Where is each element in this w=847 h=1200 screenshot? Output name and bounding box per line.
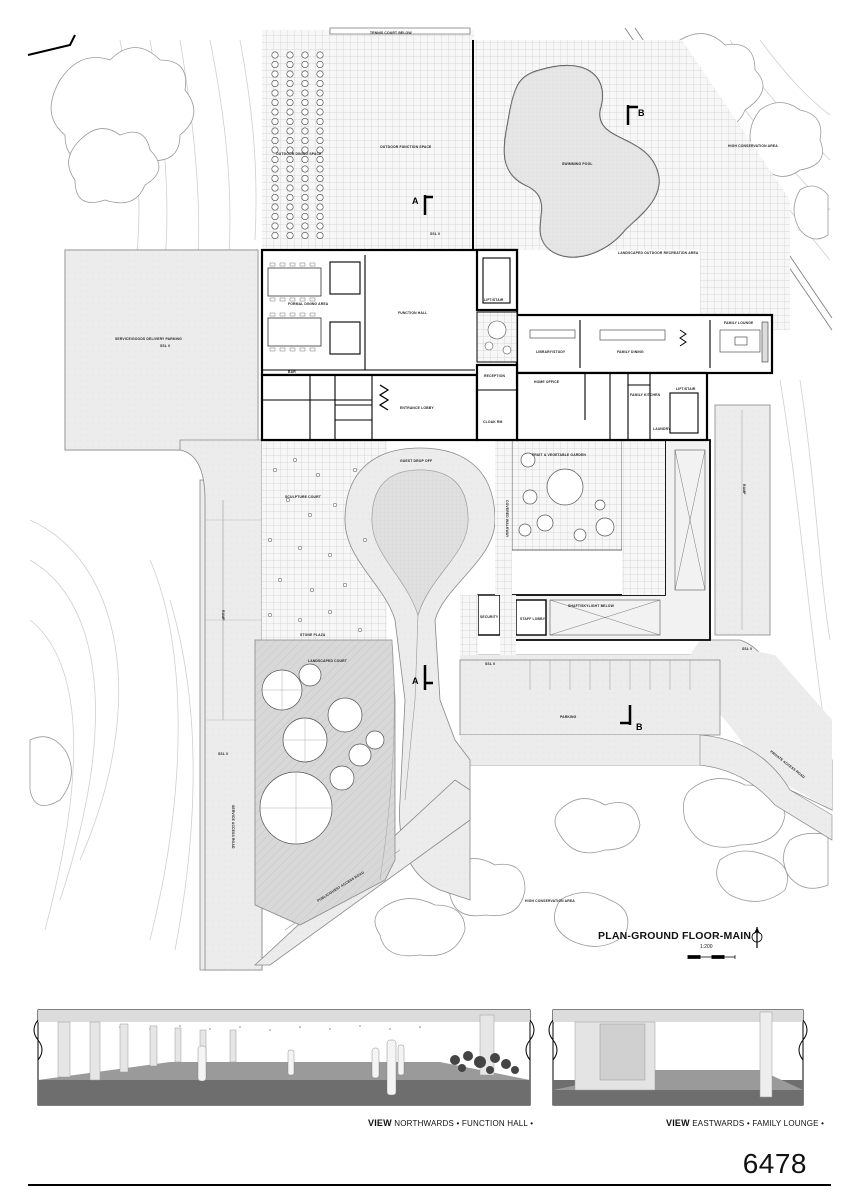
label-outdoor-dining: OUTDOOR DINING SPACE [276,152,322,156]
label-cloak-rm: CLOAK RM [483,420,502,424]
view-caption-bullet: • [746,1119,750,1128]
section-mark-b-north: B [638,108,645,118]
label-lift-stair: LIFT/STAIR [484,298,504,302]
view-caption-function-hall: VIEW NORTHWARDS • FUNCTION HALL • [368,1118,533,1128]
label-staff-lobby: STAFF LOBBY [520,617,546,621]
staff-lobby [515,599,547,636]
view-caption-bullet: • [821,1119,825,1128]
label-landscaped-recreation: LANDSCAPED OUTDOOR RECREATION AREA [618,251,699,255]
label-ramp-west: RAMP [221,610,225,621]
label-high-conservation: HIGH CONSERVATION AREA [728,144,778,148]
bottom-rule [28,1184,831,1186]
label-high-conservation-south: HIGH CONSERVATION AREA [525,899,575,903]
plan-scale: 1:200 [700,944,713,950]
section-markers [423,105,638,725]
view-caption-family-lounge: VIEW EASTWARDS • FAMILY LOUNGE • [666,1118,824,1128]
view-northwards-function-hall [33,1009,535,1106]
label-laundry: LAUNDRY [653,427,671,431]
label-parking: PARKING [560,715,577,719]
level-tag-drop-off: SSL 0 [485,662,495,666]
label-family-kitchen: FAMILY KITCHEN [630,393,661,397]
sculpture-markers [267,457,368,633]
view-eastwards-family-lounge [548,1009,808,1106]
label-fruit-garden: FRUIT & VEGETABLE GARDEN [532,453,586,457]
label-guest-drop-off: GUEST DROP OFF [400,459,432,463]
label-stone-plaza: STONE PLAZA [300,633,326,637]
view-caption-room: FAMILY LOUNGE [752,1119,819,1128]
sheet-number: 6478 [742,1148,807,1179]
label-covered-walkway: COVERED WALKWAY [505,500,509,538]
view-caption-bullet: • [456,1119,460,1128]
level-tag-service-road: SSL 0 [218,752,228,756]
label-landscaped-court: LANDSCAPED COURT [308,659,348,663]
level-tag-parking: SSL 0 [160,344,170,348]
label-family-dining: FAMILY DINING [617,350,644,354]
label-ramp-east: RAMP [742,484,746,495]
view-caption-bullet: • [530,1119,534,1128]
outdoor-dining-tables [271,51,324,239]
label-service-parking: SERVICE/GOODS DELIVERY PARKING [115,337,182,341]
label-sculpture-court: SCULPTURE COURT [285,495,322,499]
scale-bar [687,955,736,959]
view-caption-prefix: VIEW [368,1118,392,1128]
section-mark-a-south: A [412,676,419,686]
label-family-lounge: FAMILY LOUNGE [724,321,754,325]
view-caption-room: FUNCTION HALL [461,1119,528,1128]
east-ramp [714,404,771,636]
level-tag-function: SSL 0 [430,232,440,236]
view-caption-direction: EASTWARDS [692,1119,745,1128]
label-home-office: HOME OFFICE [534,380,560,384]
label-reception: RECEPTION [484,374,506,378]
level-tag-ramp: SSL 0 [742,647,752,651]
view-caption-direction: NORTHWARDS [394,1119,455,1128]
label-security: SECURITY [480,615,499,619]
main-building-plan [260,248,774,442]
label-library: LIBRARY/STUDY [536,350,566,354]
label-service-access-road: SERVICE ACCESS ROAD [231,805,235,849]
label-function-hall: FUNCTION HALL [398,311,427,315]
plan-title: PLAN-GROUND FLOOR-MAIN [598,930,752,942]
north-arrow-icon [751,927,763,948]
label-swimming-pool: SWIMMING POOL [562,162,593,166]
label-outdoor-function: OUTDOOR FUNCTION SPACE [380,145,432,149]
view-caption-prefix: VIEW [666,1118,690,1128]
label-formal-dining: FORMAL DINING AREA [288,302,329,306]
label-tennis-court: TENNIS COURT BELOW [370,31,412,35]
section-mark-a-north: A [412,196,419,206]
section-mark-b-south: B [636,722,643,732]
label-bar: BAR [288,370,296,374]
label-shaft-below: SHAFT/SKYLIGHT BELOW [568,604,615,608]
label-entrance-lobby: ENTRANCE LOBBY [400,406,434,410]
label-lift-stair-east: LIFT/STAIR [676,387,696,391]
site-boundary-marker [27,34,76,56]
